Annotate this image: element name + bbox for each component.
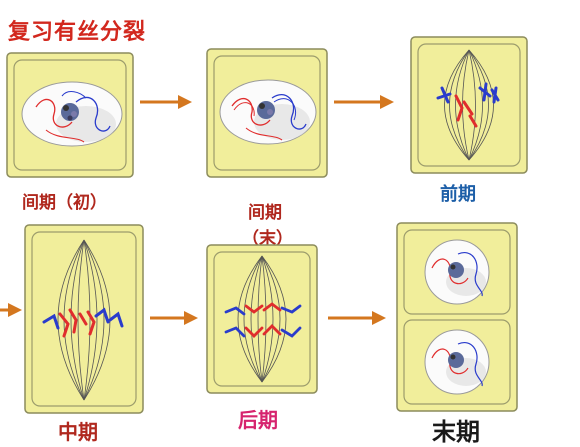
arrow-2 [332,92,396,116]
arrow-1 [138,92,194,116]
cell-interphase-early [6,52,134,178]
arrow-right-icon [140,95,192,109]
cell-prophase [410,36,528,174]
stage-label-interphase-late-2: （末） [242,229,293,249]
stage-label-metaphase: 中期 [58,420,98,444]
chromosomes [42,307,124,338]
stage-label-interphase-early: 间期（初） [22,193,107,213]
spindle [444,49,494,161]
spindle [237,255,287,383]
spindle [57,239,111,401]
stage-label-telophase: 末期 [432,418,480,446]
daughter-nucleus-top [424,239,490,305]
chromosomes [436,82,500,128]
stage-label-anaphase: 后期 [238,408,278,432]
arrow-right-icon [334,95,394,109]
chromosomes [224,302,302,338]
page-title: 复习有丝分裂 [8,20,147,45]
arrow-3 [0,300,24,324]
arrow-right-icon [328,311,386,325]
arrow-5 [326,308,388,332]
cell-metaphase [24,224,144,414]
cell-interphase-late [206,48,328,178]
arrow-right-icon [150,311,198,325]
stage-label-prophase: 前期 [440,184,476,205]
stage-label-interphase-late-1: 间期 [248,203,282,223]
daughter-nucleus-bottom [424,329,490,395]
nucleus [219,79,317,145]
arrow-right-icon [0,303,22,317]
cell-telophase [396,222,518,412]
cell-anaphase [206,244,318,394]
arrow-4 [148,308,200,332]
nucleus [21,81,123,147]
